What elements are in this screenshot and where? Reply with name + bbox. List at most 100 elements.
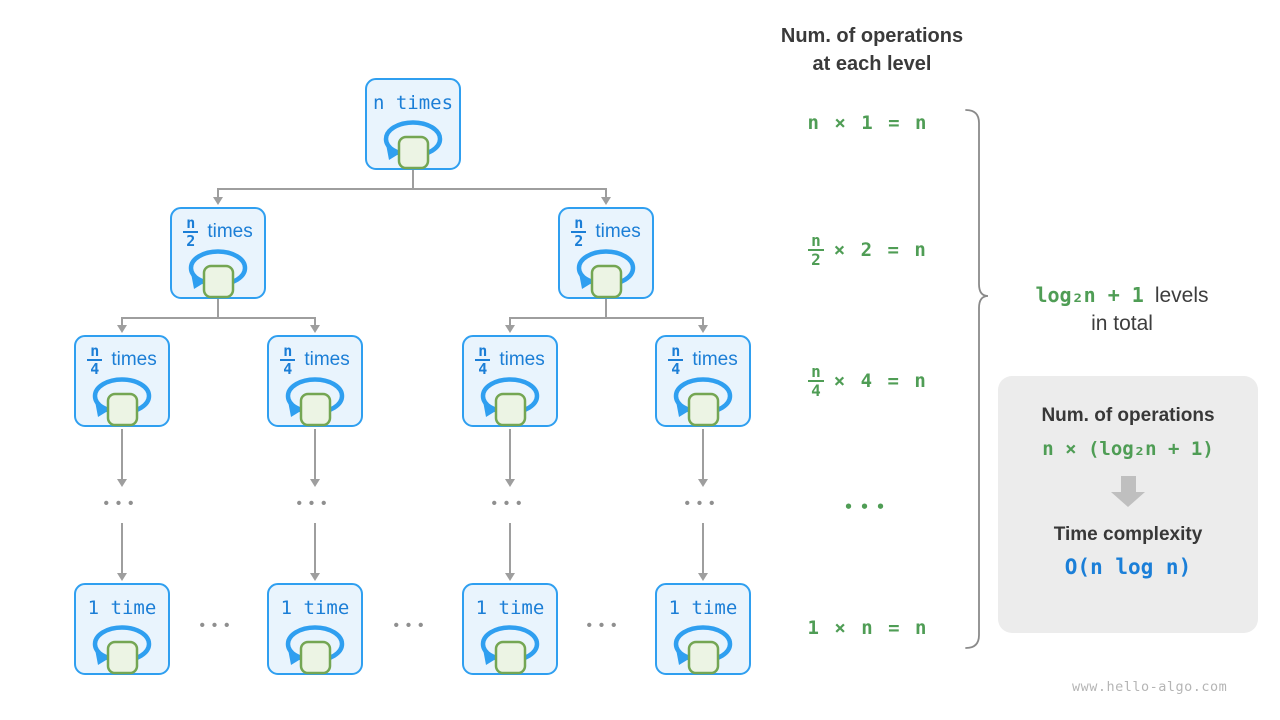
arrowhead-icon: [505, 325, 515, 333]
connector-line: [412, 170, 414, 189]
loop-arrowhead: [95, 401, 111, 417]
loop-body-square: [202, 264, 235, 299]
arrow-line: [314, 317, 316, 325]
loop-arrowhead: [676, 401, 692, 417]
connector-line: [605, 299, 607, 318]
loop-arrowhead: [191, 273, 207, 289]
levels-formula: log₂n + 1: [1035, 283, 1144, 307]
loop-icon: [188, 249, 248, 299]
loop-icon: [673, 625, 733, 675]
loop-body-square: [494, 640, 527, 675]
loop-icon: [673, 377, 733, 427]
loop-icon: [576, 249, 636, 299]
node-label: 1 time: [87, 597, 157, 619]
arrow-line: [314, 429, 316, 479]
brace-label-line2: in total: [1091, 312, 1153, 335]
loop-arrowhead: [288, 649, 304, 665]
arrow-line: [314, 523, 316, 573]
arrowhead-icon: [505, 479, 515, 487]
loop-arrowhead: [288, 401, 304, 417]
operations-formula-row: n × 1 = n: [807, 112, 929, 134]
loop-body-square: [397, 135, 430, 170]
summary-panel: Num. of operations n × (log₂n + 1) Time …: [998, 376, 1258, 633]
levels-word: levels: [1154, 284, 1209, 307]
arrow-line: [121, 429, 123, 479]
loop-icon: [92, 377, 152, 427]
arrow-line: [702, 317, 704, 325]
ellipsis-dots: •••: [491, 495, 529, 512]
loop-body-square: [687, 392, 720, 427]
ellipsis-dots: •••: [103, 495, 141, 512]
arrowhead-icon: [601, 197, 611, 205]
arrowhead-icon: [698, 573, 708, 581]
loop-icon: [285, 377, 345, 427]
ellipsis-dots: •••: [296, 495, 334, 512]
loop-body-square: [687, 640, 720, 675]
ellipsis-dots: •••: [684, 495, 722, 512]
connector-line: [217, 188, 607, 190]
arrow-line: [509, 429, 511, 479]
tree-node-root: n times: [365, 78, 461, 170]
tree-node-leaf-4: 1 time: [655, 583, 751, 675]
time-complexity-title: Time complexity: [1053, 524, 1203, 545]
tree-node-leaf-3: 1 time: [462, 583, 558, 675]
loop-icon: [383, 120, 443, 170]
down-arrow-icon: [998, 476, 1258, 507]
arrowhead-icon: [310, 325, 320, 333]
loop-body-square: [106, 392, 139, 427]
loop-body-square: [590, 264, 623, 299]
loop-arrowhead: [95, 649, 111, 665]
arrow-line: [217, 188, 219, 197]
connector-line: [509, 317, 704, 319]
arrowhead-icon: [117, 325, 127, 333]
arrowhead-icon: [310, 573, 320, 581]
loop-body-square: [299, 640, 332, 675]
node-label: 1 time: [668, 597, 738, 619]
node-label: 1 time: [475, 597, 545, 619]
column-header: Num. of operations at each level: [752, 22, 992, 78]
brace-label: log₂n + 1 levels in total: [1002, 281, 1242, 338]
arrowhead-icon: [310, 479, 320, 487]
arrowhead-icon: [505, 573, 515, 581]
arrowhead-icon: [698, 325, 708, 333]
loop-arrowhead: [676, 649, 692, 665]
operations-formula-row: 1 × n = n: [807, 617, 929, 639]
ellipsis-dots: •••: [199, 617, 237, 634]
brace-icon: [965, 109, 989, 649]
ellipsis-dots: •••: [393, 617, 431, 634]
column-header-line1: Num. of operations: [780, 25, 964, 47]
arrowhead-icon: [117, 573, 127, 581]
loop-icon: [480, 377, 540, 427]
arrowhead-icon: [698, 479, 708, 487]
column-header-line2: at each level: [812, 53, 932, 75]
panel-operations-formula: n × (log₂n + 1): [1042, 438, 1214, 460]
brace-label-line1: log₂n + 1 levels: [1002, 281, 1242, 310]
connector-line: [217, 299, 219, 318]
down-arrow-head: [1111, 492, 1145, 507]
down-arrow-shaft: [1120, 476, 1136, 492]
loop-icon: [92, 625, 152, 675]
arrow-line: [121, 523, 123, 573]
tree-node-leaf-1: 1 time: [74, 583, 170, 675]
arrowhead-icon: [117, 479, 127, 487]
arrow-line: [509, 317, 511, 325]
